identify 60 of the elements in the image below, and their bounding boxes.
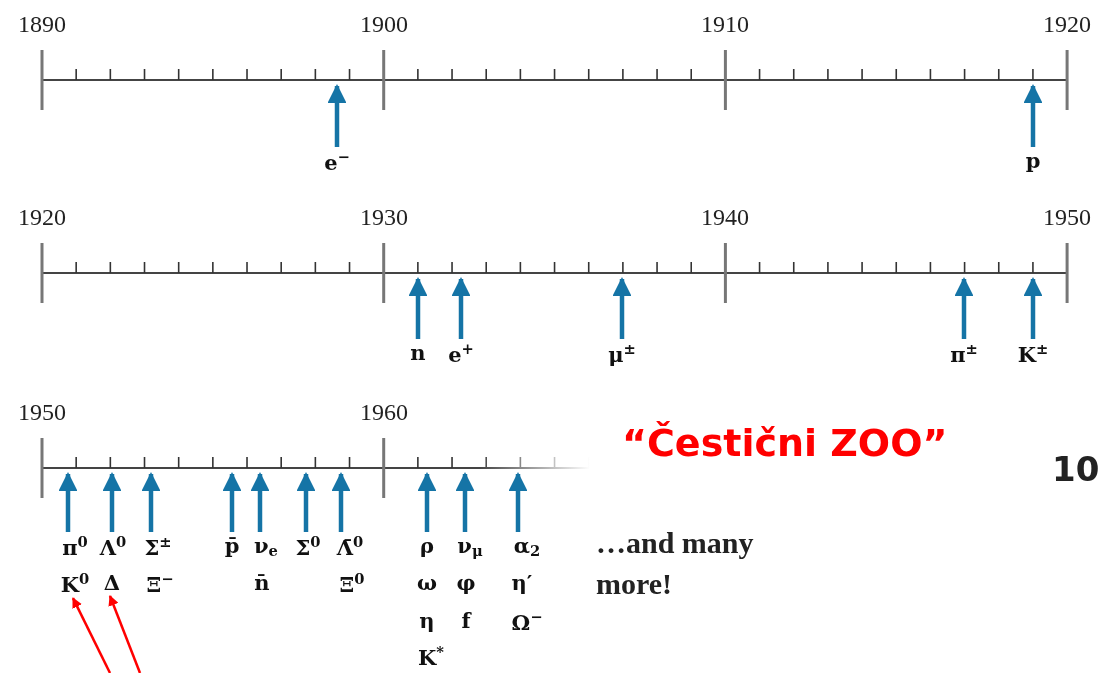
year-label: 1890: [18, 12, 66, 36]
discovery-arrow: [58, 472, 78, 532]
discovery-arrow: [102, 472, 122, 532]
particle-symbol: p̄: [223, 535, 241, 556]
discovery-arrow: [455, 472, 475, 532]
particle-symbol: p: [1024, 150, 1042, 171]
particle-symbol: Ξ$^{−}$: [145, 572, 175, 596]
particle-symbol: Λ̄$^{0}$: [335, 535, 365, 559]
discovery-arrow: [612, 277, 632, 339]
particle-symbol: μ$^{±}$: [607, 342, 637, 366]
discovery-arrow: [408, 277, 428, 339]
particle-symbol: Ω$^{−}$: [510, 610, 544, 634]
discovery-arrow: [331, 472, 351, 532]
pointer-arrow: [71, 597, 112, 673]
particle-symbol: π$^{±}$: [949, 342, 979, 366]
particle-symbol: φ: [455, 572, 477, 593]
discovery-arrow: [1023, 84, 1043, 147]
year-label: 1940: [701, 205, 749, 229]
number-text: 10: [1052, 452, 1100, 486]
discovery-arrow: [222, 472, 242, 532]
discovery-arrow: [508, 472, 528, 532]
particle-symbol: f: [460, 610, 472, 631]
discovery-arrow: [417, 472, 437, 532]
year-label: 1930: [360, 205, 408, 229]
particle-symbol: η′: [510, 572, 534, 593]
discovery-arrow: [1023, 277, 1043, 339]
discovery-arrow: [451, 277, 471, 339]
particle-symbol: e$^{−}$: [323, 150, 351, 174]
particle-symbol: K$^{*}$: [417, 645, 445, 669]
particle-symbol: ρ: [419, 535, 435, 556]
particle-symbol: Σ$^{±}$: [143, 535, 173, 559]
discovery-arrow: [296, 472, 316, 532]
particle-symbol: α$_{2}$: [512, 535, 542, 559]
particle-symbol: η: [418, 610, 436, 631]
pointer-arrow: [108, 595, 142, 673]
discovery-arrow: [141, 472, 161, 532]
particle-symbol: Δ: [102, 572, 122, 593]
particle-symbol: n̄: [253, 572, 271, 593]
year-label: 1960: [360, 400, 408, 424]
particle-symbol: π$^{0}$: [61, 535, 89, 559]
particle-symbol: Λ$^{0}$: [98, 535, 128, 559]
year-label: 1910: [701, 12, 749, 36]
particle-symbol: e$^{+}$: [447, 342, 475, 366]
particle-symbol: ν$_{e}$: [253, 535, 279, 559]
particle-symbol: Σ$^{0}$: [294, 535, 322, 559]
particle-symbol: n: [409, 342, 427, 363]
year-label: 1920: [18, 205, 66, 229]
discovery-arrow: [954, 277, 974, 339]
year-label: 1920: [1043, 12, 1091, 36]
year-label: 1950: [18, 400, 66, 424]
particle-symbol: ω: [416, 572, 438, 593]
particle-symbol: ν$_{μ}$: [456, 535, 484, 559]
discovery-arrow: [327, 84, 347, 147]
year-label: 1950: [1043, 205, 1091, 229]
particle-symbol: Ξ$^{0}$: [338, 572, 366, 596]
year-label: 1900: [360, 12, 408, 36]
note-text: …and many more!: [596, 525, 755, 602]
particle-symbol: K$^{0}$: [59, 572, 91, 596]
particle-symbol: K$^{±}$: [1016, 342, 1050, 366]
discovery-arrow: [250, 472, 270, 532]
